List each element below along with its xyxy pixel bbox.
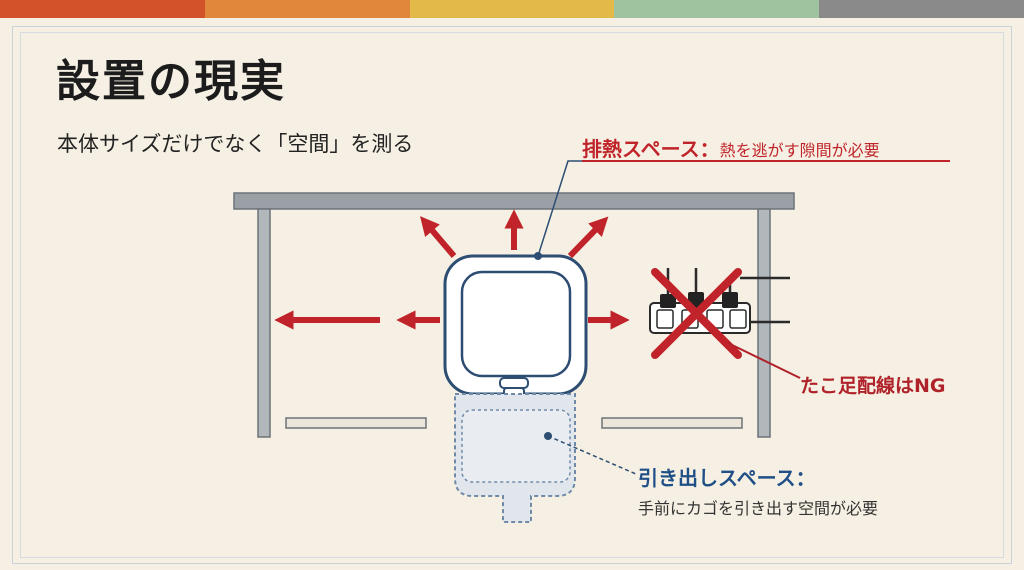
- color-bar-segment: [0, 0, 205, 18]
- color-bar-segment: [819, 0, 1024, 18]
- drawer-space-title: 引き出しスペース：: [638, 466, 816, 490]
- drawer-space-label: 引き出しスペース： 手前にカゴを引き出す空間が必要: [638, 462, 878, 519]
- arrow-icon: [567, 216, 609, 259]
- slide-frame-inner: [20, 32, 1004, 558]
- color-bar-segment: [409, 0, 615, 18]
- heat-space-title: 排熱スペース：: [582, 137, 720, 161]
- cross-icon: [651, 268, 742, 359]
- heat-space-label: 排熱スペース：熱を逃がす隙間が必要: [582, 133, 880, 162]
- page-subtitle: 本体サイズだけでなく「空間」を測る: [57, 132, 414, 156]
- page-title: 設置の現実: [56, 56, 286, 107]
- air-fryer-icon: [443, 254, 588, 399]
- heat-label-underline: [582, 160, 950, 162]
- heat-space-desc: 熱を逃がす隙間が必要: [719, 141, 880, 160]
- slide-frame: [12, 26, 1012, 564]
- color-bar-segment: [204, 0, 410, 18]
- color-bar-segment: [614, 0, 820, 18]
- leader-lines: [534, 160, 801, 475]
- color-bar: [0, 0, 1024, 18]
- heat-arrows: [274, 209, 630, 330]
- drawer-space-desc: 手前にカゴを引き出す空間が必要: [638, 499, 879, 518]
- octopus-wiring-label: たこ足配線はNG: [800, 375, 946, 397]
- arrow-icon: [420, 216, 457, 258]
- drawer-space: [454, 393, 576, 523]
